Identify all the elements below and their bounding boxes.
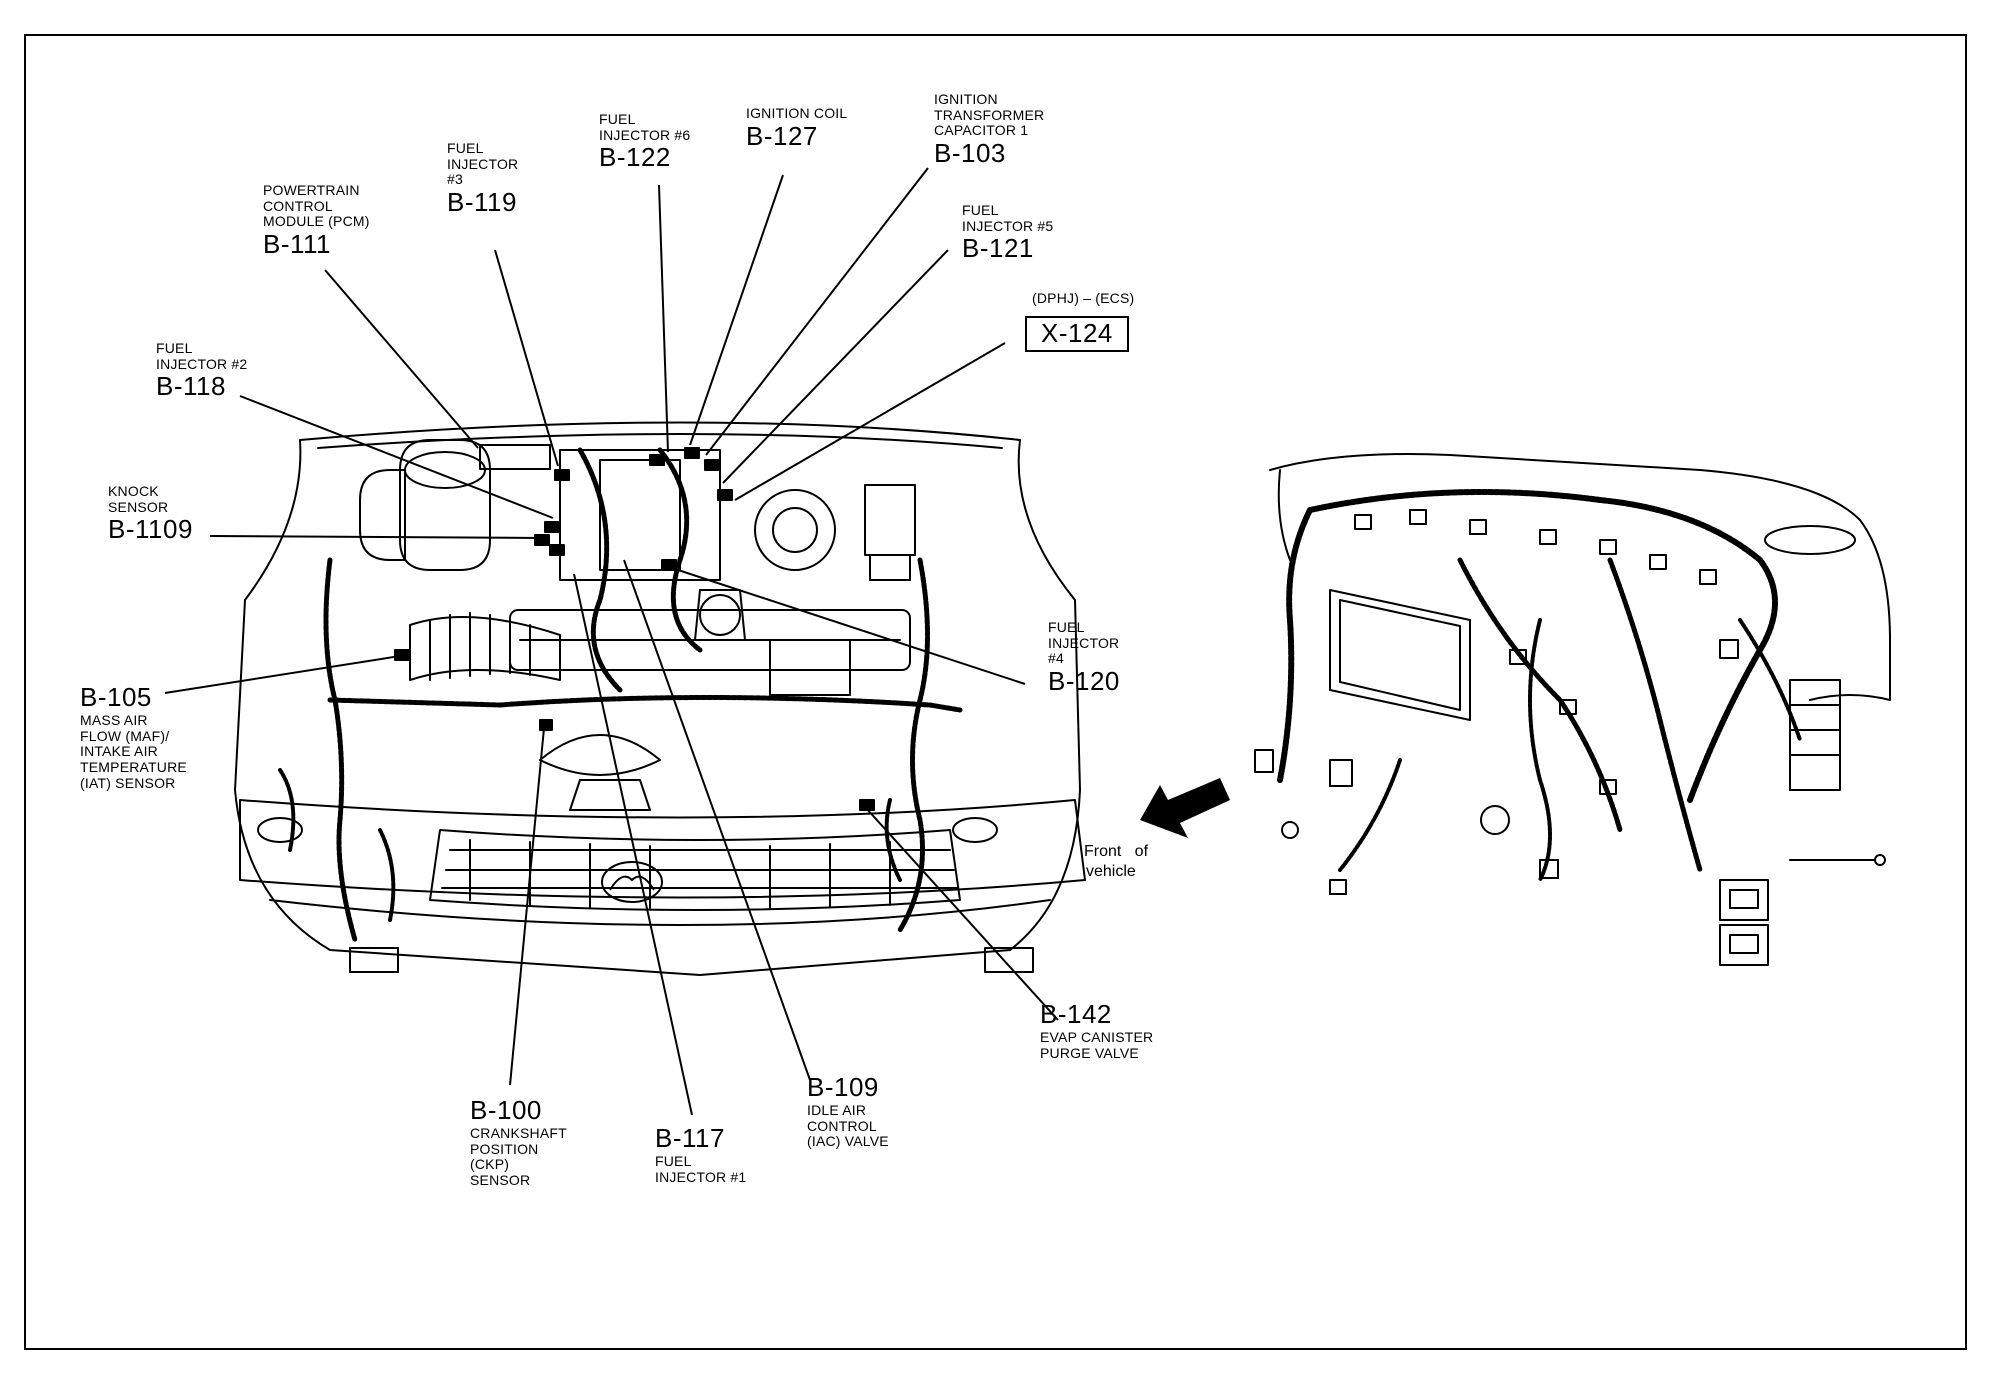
callout-ignition-coil: IGNITION COIL B-127	[746, 105, 848, 152]
callout-fuel-injector-1: B-117 FUEL INJECTOR #1	[655, 1123, 747, 1185]
evap-desc-1: EVAP CANISTER	[1040, 1028, 1154, 1045]
iac-desc-1: IDLE AIR	[807, 1101, 867, 1118]
pcm-desc-3: MODULE (PCM)	[263, 213, 370, 230]
maf-desc-5: (IAT) SENSOR	[80, 774, 176, 791]
dashboard-harness	[1254, 453, 1891, 966]
inj3-desc-3: #3	[447, 171, 463, 188]
iac-code: B-109	[807, 1072, 879, 1102]
ckp-code: B-100	[470, 1095, 542, 1125]
mazda-emblem-icon	[601, 861, 663, 903]
front-of-vehicle-label: Front of vehicle	[1084, 842, 1148, 882]
callout-evap-purge-valve: B-142 EVAP CANISTER PURGE VALVE	[1040, 999, 1154, 1061]
maf-desc-4: TEMPERATURE	[80, 758, 187, 775]
callout-fuel-injector-3: FUEL INJECTOR #3 B-119	[447, 140, 519, 218]
capacitor-desc-1: IGNITION	[934, 91, 998, 107]
knock-code: B-1109	[108, 514, 193, 545]
inj4-desc-1: FUEL	[1048, 619, 1085, 635]
callout-dphj-ecs: (DPHJ) – (ECS)	[1032, 290, 1135, 307]
coil-code: B-127	[746, 120, 818, 151]
inj6-desc-1: FUEL	[599, 111, 636, 127]
callout-ignition-capacitor: IGNITION TRANSFORMER CAPACITOR 1 B-103	[934, 91, 1045, 169]
inj1-desc-2: INJECTOR #1	[655, 1168, 747, 1185]
inj5-desc-1: FUEL	[962, 202, 999, 218]
inj4-desc-3: #4	[1048, 650, 1064, 667]
knock-desc-2: SENSOR	[108, 498, 169, 515]
callout-knock-sensor: KNOCK SENSOR B-1109	[108, 483, 193, 545]
pcm-desc-1: POWERTRAIN	[263, 182, 360, 198]
evap-code: B-142	[1040, 999, 1112, 1029]
maf-desc-1: MASS AIR	[80, 711, 148, 728]
callout-fuel-injector-4: FUEL INJECTOR #4 B-120	[1048, 619, 1120, 697]
callout-pcm: POWERTRAIN CONTROL MODULE (PCM) B-111	[263, 182, 370, 260]
inj3-desc-2: INJECTOR	[447, 155, 519, 172]
front-arrow-icon	[1140, 778, 1230, 838]
ckp-desc-2: POSITION	[470, 1140, 539, 1157]
diagram-frame	[24, 34, 1967, 1350]
inj3-desc-1: FUEL	[447, 140, 484, 156]
dphj-desc-1: (DPHJ) – (ECS)	[1032, 290, 1135, 306]
pcm-desc-2: CONTROL	[263, 197, 333, 214]
callout-fuel-injector-2: FUEL INJECTOR #2 B-118	[156, 340, 248, 402]
leader-lines	[164, 167, 1059, 1116]
maf-desc-3: INTAKE AIR	[80, 743, 158, 760]
capacitor-code: B-103	[934, 138, 1006, 169]
inj2-desc-2: INJECTOR #2	[156, 355, 248, 372]
callout-fuel-injector-5: FUEL INJECTOR #5 B-121	[962, 202, 1054, 264]
inj6-desc-2: INJECTOR #6	[599, 126, 691, 143]
inj1-desc-1: FUEL	[655, 1152, 692, 1169]
engine-bay	[234, 421, 1086, 976]
front-label-1: Front of	[1084, 843, 1149, 860]
inj4-code: B-120	[1048, 666, 1120, 697]
dphj-code: X-124	[1025, 316, 1129, 352]
iac-desc-3: (IAC) VALVE	[807, 1133, 889, 1150]
evap-desc-2: PURGE VALVE	[1040, 1044, 1139, 1061]
capacitor-desc-2: TRANSFORMER	[934, 106, 1045, 123]
maf-code: B-105	[80, 682, 152, 712]
front-label-2: vehicle	[1086, 863, 1136, 880]
inj2-desc-1: FUEL	[156, 340, 193, 356]
inj6-code: B-122	[599, 142, 671, 173]
callout-ckp-sensor: B-100 CRANKSHAFT POSITION (CKP) SENSOR	[470, 1095, 567, 1189]
capacitor-desc-3: CAPACITOR 1	[934, 122, 1029, 139]
maf-desc-2: FLOW (MAF)/	[80, 727, 170, 744]
callout-iac-valve: B-109 IDLE AIR CONTROL (IAC) VALVE	[807, 1072, 889, 1150]
inj4-desc-2: INJECTOR	[1048, 634, 1120, 651]
callout-maf-iat-sensor: B-105 MASS AIR FLOW (MAF)/ INTAKE AIR TE…	[80, 682, 187, 791]
ckp-desc-4: SENSOR	[470, 1171, 531, 1188]
pcm-code: B-111	[263, 229, 332, 260]
inj1-code: B-117	[655, 1123, 725, 1153]
callout-x124: X-124	[1025, 316, 1129, 352]
knock-desc-1: KNOCK	[108, 483, 159, 499]
inj5-code: B-121	[962, 233, 1034, 264]
coil-desc-1: IGNITION COIL	[746, 105, 848, 121]
inj3-code: B-119	[447, 187, 517, 218]
inj2-code: B-118	[156, 371, 226, 402]
inj5-desc-2: INJECTOR #5	[962, 217, 1054, 234]
ckp-desc-3: (CKP)	[470, 1156, 510, 1173]
callout-fuel-injector-6: FUEL INJECTOR #6 B-122	[599, 111, 691, 173]
ckp-desc-1: CRANKSHAFT	[470, 1124, 567, 1141]
iac-desc-2: CONTROL	[807, 1117, 877, 1134]
